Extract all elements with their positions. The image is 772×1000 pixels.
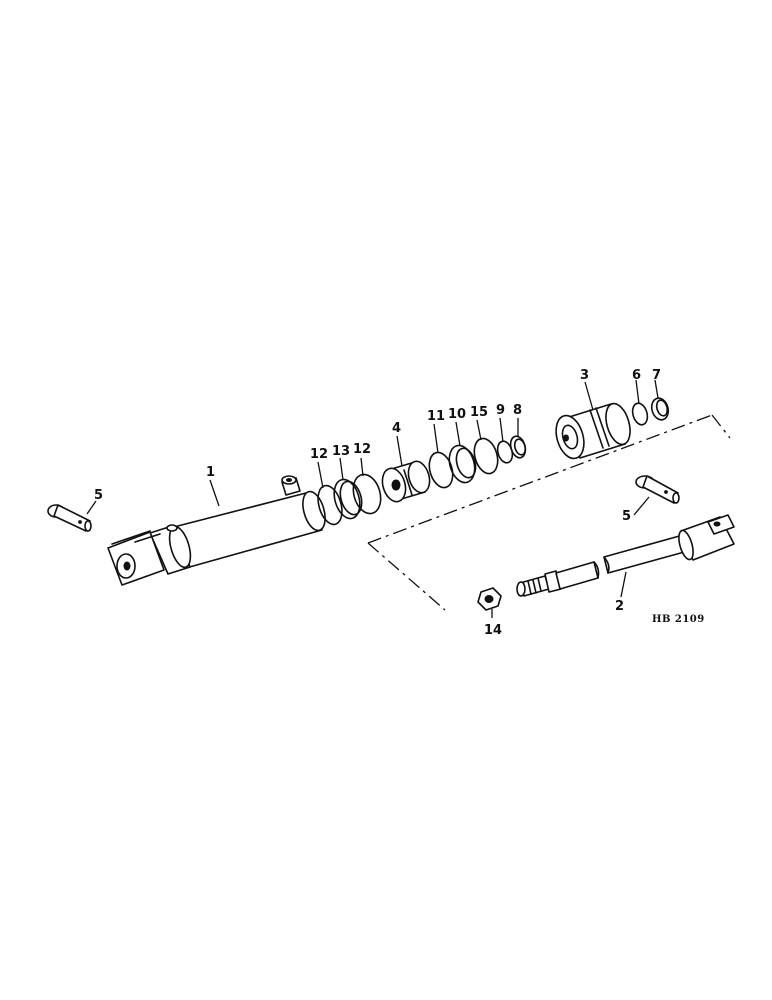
callout-9: 9: [496, 403, 505, 418]
callout-12-a: 12: [310, 447, 328, 462]
seal-rings-11-10-15-9-8: [428, 435, 527, 489]
callout-4: 4: [392, 421, 401, 436]
callout-5-left: 5: [94, 488, 103, 503]
callout-15: 15: [470, 405, 488, 420]
drawing-code: HB 2109: [652, 614, 705, 625]
lock-nut: [477, 587, 502, 611]
piston-rod: [516, 514, 735, 597]
piston: [381, 460, 431, 503]
callout-8: 8: [513, 403, 522, 418]
leader-lines: [86, 379, 659, 618]
callout-11: 11: [427, 409, 445, 424]
seal-rings-12-13-12: [317, 473, 382, 526]
clevis-pin-right: [635, 475, 680, 504]
callout-12-b: 12: [353, 442, 371, 457]
part-number-callouts: 1 2 3 4 5 5 6 7 8 9 10 11 12 12 13 14 15: [94, 368, 661, 638]
callout-6: 6: [632, 368, 641, 383]
callout-7: 7: [652, 368, 661, 383]
callout-10: 10: [448, 407, 466, 422]
callout-2: 2: [615, 599, 624, 614]
seal-rings-6-7: [631, 397, 670, 426]
callout-5-right: 5: [622, 509, 631, 524]
callout-13: 13: [332, 444, 350, 459]
callout-3: 3: [580, 368, 589, 383]
cylinder-barrel: [107, 475, 326, 586]
centerline-guides: [367, 414, 731, 611]
clevis-pin-left: [47, 504, 92, 532]
callout-1: 1: [206, 465, 215, 480]
cylinder-head: [555, 402, 631, 460]
callout-14: 14: [484, 623, 502, 638]
